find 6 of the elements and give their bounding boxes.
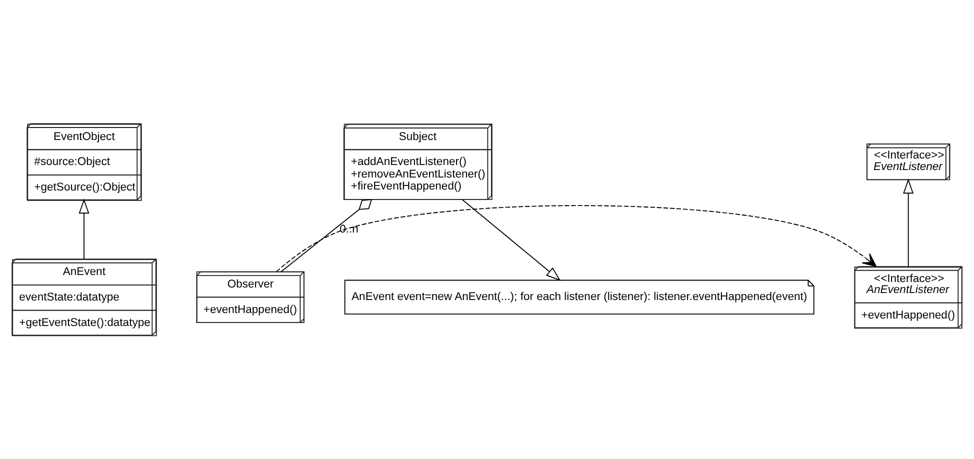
connector (280, 199, 372, 272)
arrow (462, 199, 561, 281)
arrow (78, 198, 90, 260)
edge-label: 0..n (340, 223, 358, 236)
arrow (276, 205, 877, 272)
arrow (903, 178, 914, 267)
